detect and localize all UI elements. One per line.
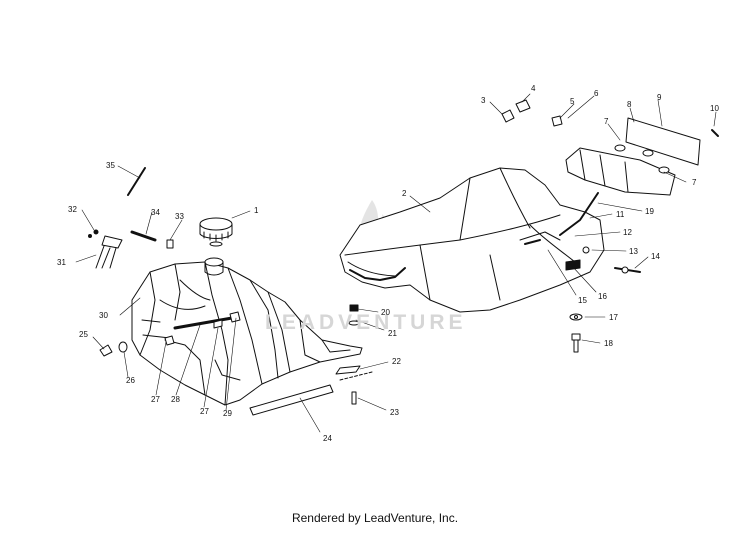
seat	[339, 167, 605, 313]
taillight	[501, 99, 719, 236]
fitting-33	[166, 239, 174, 249]
callout-label: 2	[402, 189, 407, 198]
callout-label: 5	[570, 97, 575, 106]
strip-24	[249, 384, 334, 416]
callout-label: 25	[79, 330, 88, 339]
callout-label: 28	[171, 395, 180, 404]
callout-label: 12	[623, 228, 632, 237]
callout-label: 35	[106, 161, 115, 170]
callout-label: 33	[175, 212, 184, 221]
side-fittings	[99, 311, 241, 357]
callout-label: 20	[381, 308, 390, 317]
callout-label: 14	[651, 252, 660, 261]
callout-label: 27	[200, 407, 209, 416]
callout-label: 27	[151, 395, 160, 404]
callout-label: 19	[645, 207, 654, 216]
callout-label: 21	[388, 329, 397, 338]
callout-label: 34	[151, 208, 160, 217]
callout-label: 6	[594, 89, 599, 98]
fuel-tank	[131, 257, 363, 406]
callout-label: 9	[657, 93, 662, 102]
callout-label: 18	[604, 339, 613, 348]
leader-lines	[75, 93, 717, 433]
callout-label: 32	[68, 205, 77, 214]
callout-label: 4	[531, 84, 536, 93]
watermark-text: LEADVENTURE	[265, 311, 467, 334]
callout-label: 7	[604, 117, 609, 126]
hardware-13-18	[569, 266, 641, 353]
callout-label: 16	[598, 292, 607, 301]
callout-label: 24	[323, 434, 332, 443]
callout-label: 29	[223, 409, 232, 418]
fuel-cap	[199, 217, 233, 247]
callout-label: 1	[254, 206, 259, 215]
callout-label: 11	[616, 210, 625, 219]
hardware-20-23	[335, 304, 373, 405]
callout-label: 8	[627, 100, 632, 109]
callout-label: 10	[710, 104, 719, 113]
callout-label: 22	[392, 357, 401, 366]
sender-unit	[88, 229, 123, 269]
callout-label: 17	[609, 313, 618, 322]
callout-label: 15	[578, 296, 587, 305]
callout-label: 31	[57, 258, 66, 267]
rod-35	[127, 167, 146, 196]
footer-credit: Rendered by LeadVenture, Inc.	[291, 511, 459, 525]
callout-label: 23	[390, 408, 399, 417]
callout-label: 13	[629, 247, 638, 256]
callout-label: 3	[481, 96, 486, 105]
bar-34	[130, 230, 157, 242]
callout-label: 26	[126, 376, 135, 385]
callout-label: 7	[692, 178, 697, 187]
callout-label: 30	[99, 311, 108, 320]
